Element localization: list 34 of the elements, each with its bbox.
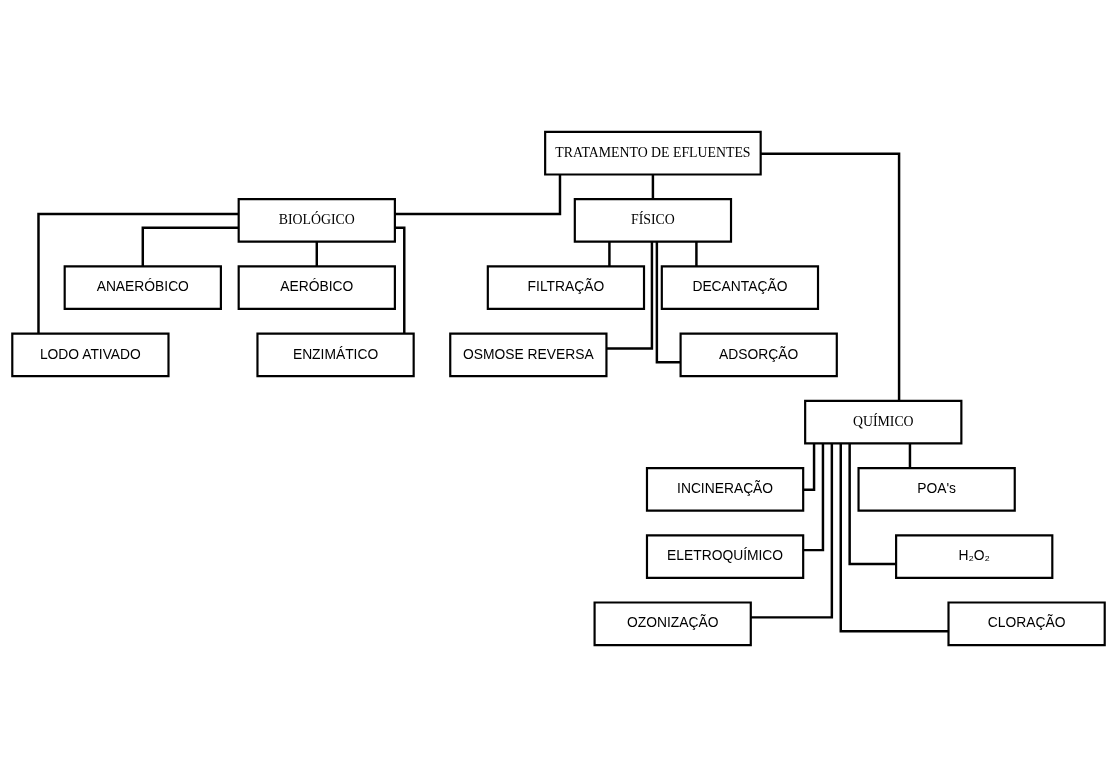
node-box: FILTRAÇÃO: [486, 264, 646, 310]
connector: [848, 443, 897, 565]
connector: [803, 443, 816, 491]
node-box: FÍSICO: [573, 197, 733, 243]
connector: [141, 226, 239, 266]
connector: [908, 442, 912, 468]
connector: [839, 443, 949, 632]
connector: [606, 241, 654, 350]
connector: [608, 241, 611, 266]
node-box: CLORAÇÃO: [947, 600, 1106, 646]
node-box: POA's: [857, 466, 1016, 512]
node-box: BIOLÓGICO: [237, 197, 396, 243]
connector: [750, 442, 834, 619]
connector: [760, 151, 901, 401]
node-box: ADSORÇÃO: [679, 332, 838, 377]
connector: [651, 174, 655, 199]
node-box: OSMOSE REVERSA: [449, 332, 608, 377]
connector: [394, 226, 406, 334]
connector: [315, 241, 318, 266]
connector: [695, 241, 698, 266]
node-box: LODO ATIVADO: [11, 332, 170, 377]
node-box: H₂O₂: [895, 533, 1054, 579]
node-box: INCINERAÇÃO: [645, 466, 805, 512]
connector: [395, 173, 562, 215]
node-box: TRATAMENTO DE EFLUENTES: [544, 130, 762, 176]
node-box: ENZIMÁTICO: [256, 332, 415, 377]
node-box: DECANTAÇÃO: [660, 264, 820, 310]
node-box: AERÓBICO: [237, 264, 396, 310]
node-box: ANAERÓBICO: [63, 264, 222, 310]
connector: [37, 212, 239, 333]
node-box: ELETROQUÍMICO: [645, 533, 805, 579]
node-box: OZONIZAÇÃO: [593, 600, 752, 646]
node-box: QUÍMICO: [804, 399, 963, 444]
connector: [655, 241, 681, 364]
